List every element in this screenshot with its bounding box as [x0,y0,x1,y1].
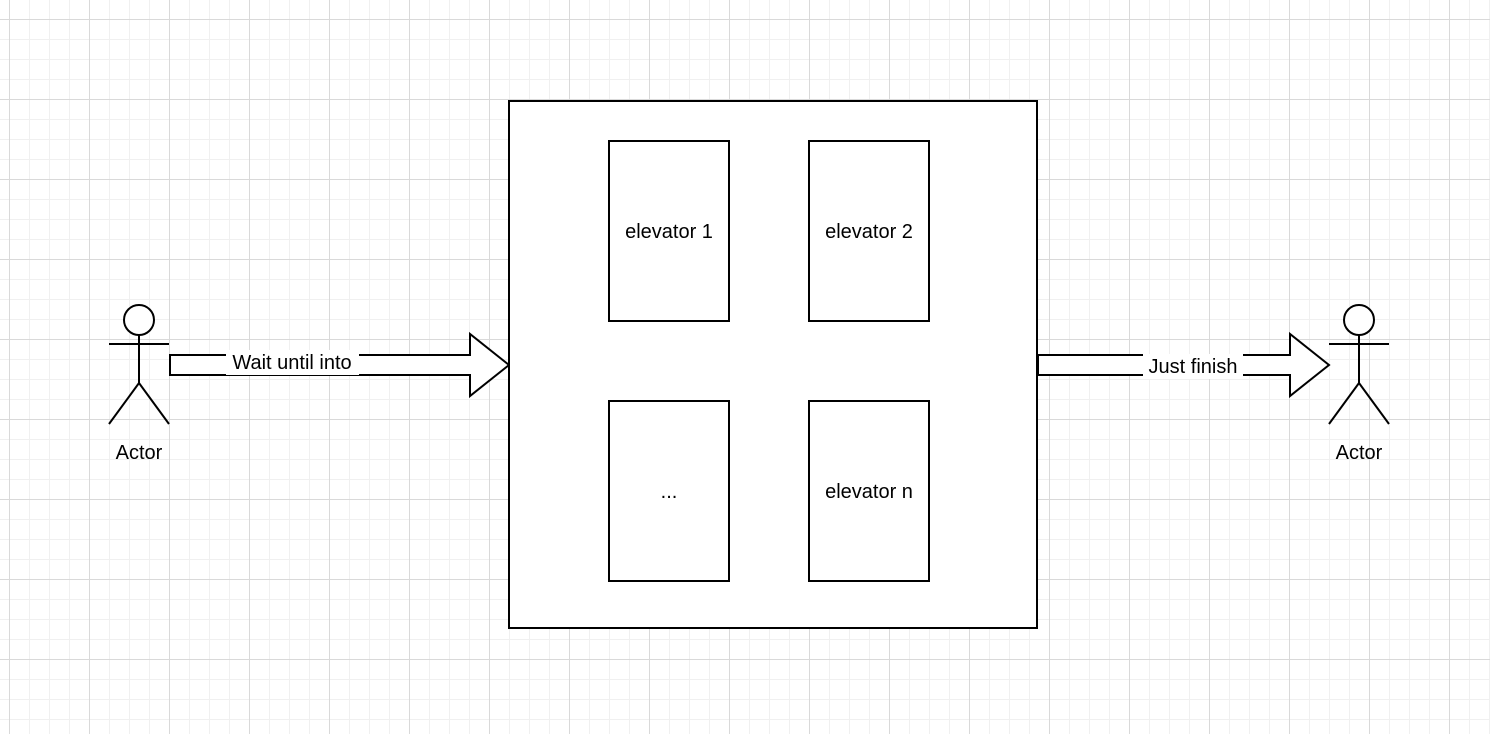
elevator-1-label: elevator 1 [625,221,713,243]
arrow-exit-label: Just finish [1149,356,1238,378]
elevator-n-label: elevator n [825,481,913,503]
actor-right-label: Actor [1336,442,1383,464]
arrow-enter[interactable]: Wait until into [169,331,511,399]
elevator-ellipsis[interactable]: ... [608,400,730,582]
actor-right-leg-left [1328,382,1360,425]
actor-left-leg-right [138,382,170,425]
elevator-n-box [808,400,930,582]
arrow-enter-label: Wait until into [232,352,351,374]
actor-left-label: Actor [116,442,163,464]
elevator-2-box [808,140,930,322]
actor-right-head [1343,304,1375,336]
elevator-1-box [608,140,730,322]
building-container[interactable] [508,100,1038,629]
arrow-enter-label-bg [226,350,359,375]
arrow-exit[interactable]: Just finish [1037,331,1331,399]
actor-left[interactable]: Actor [108,304,170,464]
actor-right-leg-right [1358,382,1390,425]
arrow-exit-label-bg [1143,354,1243,379]
elevator-1[interactable]: elevator 1 [608,140,730,322]
actor-left-head [123,304,155,336]
actor-left-leg-left [108,382,140,425]
elevator-2-label: elevator 2 [825,221,913,243]
elevator-ellipsis-box [608,400,730,582]
actor-right[interactable]: Actor [1328,304,1390,464]
elevator-2[interactable]: elevator 2 [808,140,930,322]
elevator-n[interactable]: elevator n [808,400,930,582]
elevator-ellipsis-label: ... [661,481,678,503]
